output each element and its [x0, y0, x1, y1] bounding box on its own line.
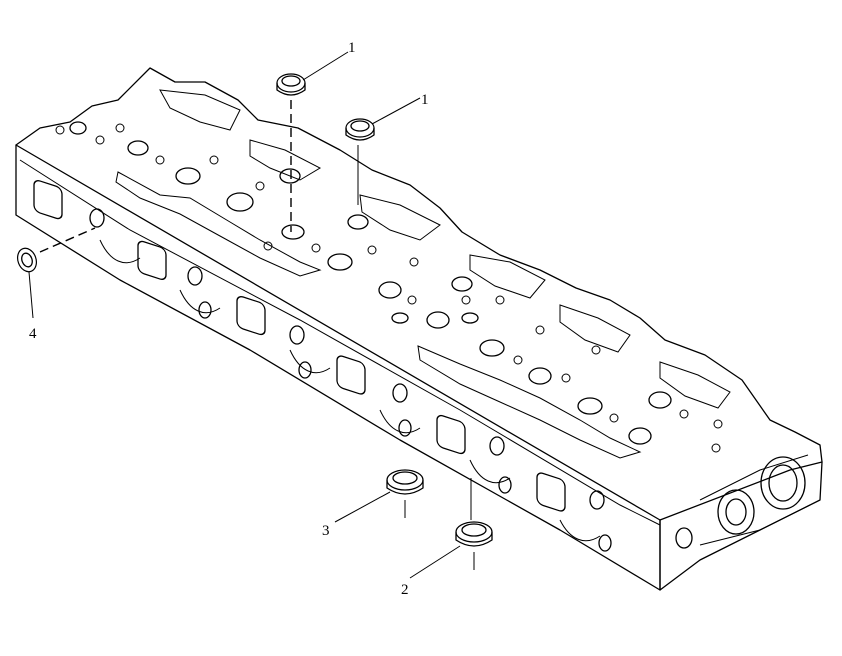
seal-part-1b: 1 [345, 92, 429, 205]
dash-line-4 [39, 227, 96, 253]
deck-holes-small [55, 123, 723, 453]
deck-rail-front [115, 171, 322, 277]
seal-part-1a: 1 [276, 40, 356, 232]
seal-part-4: 4 [16, 227, 96, 342]
callout-label-4: 4 [29, 326, 37, 342]
callout-label-3: 3 [322, 523, 330, 539]
side-holes [89, 208, 612, 552]
callout-label-1a: 1 [348, 40, 356, 56]
leader-1b [371, 97, 421, 125]
callout-label-2: 2 [401, 582, 409, 598]
end-face [659, 461, 823, 591]
leader-2 [409, 545, 461, 579]
callout-label-1b: 1 [421, 92, 429, 108]
seal-part-3: 3 [322, 469, 424, 539]
deck-ledge [19, 159, 661, 526]
side-ports [33, 180, 566, 512]
deck-holes-large [69, 121, 672, 445]
leader-1a [302, 51, 349, 81]
bottom-bosses [99, 239, 601, 542]
leader-4 [28, 271, 34, 319]
seal-part-2: 2 [401, 478, 493, 598]
front-face [15, 144, 661, 591]
deck-rail-mid [417, 345, 642, 459]
leader-3 [334, 491, 391, 523]
cylinder-head [15, 67, 823, 591]
end-bores [675, 454, 811, 549]
top-deck-outline [15, 67, 823, 521]
deck-rocker-pads-back [159, 89, 731, 409]
